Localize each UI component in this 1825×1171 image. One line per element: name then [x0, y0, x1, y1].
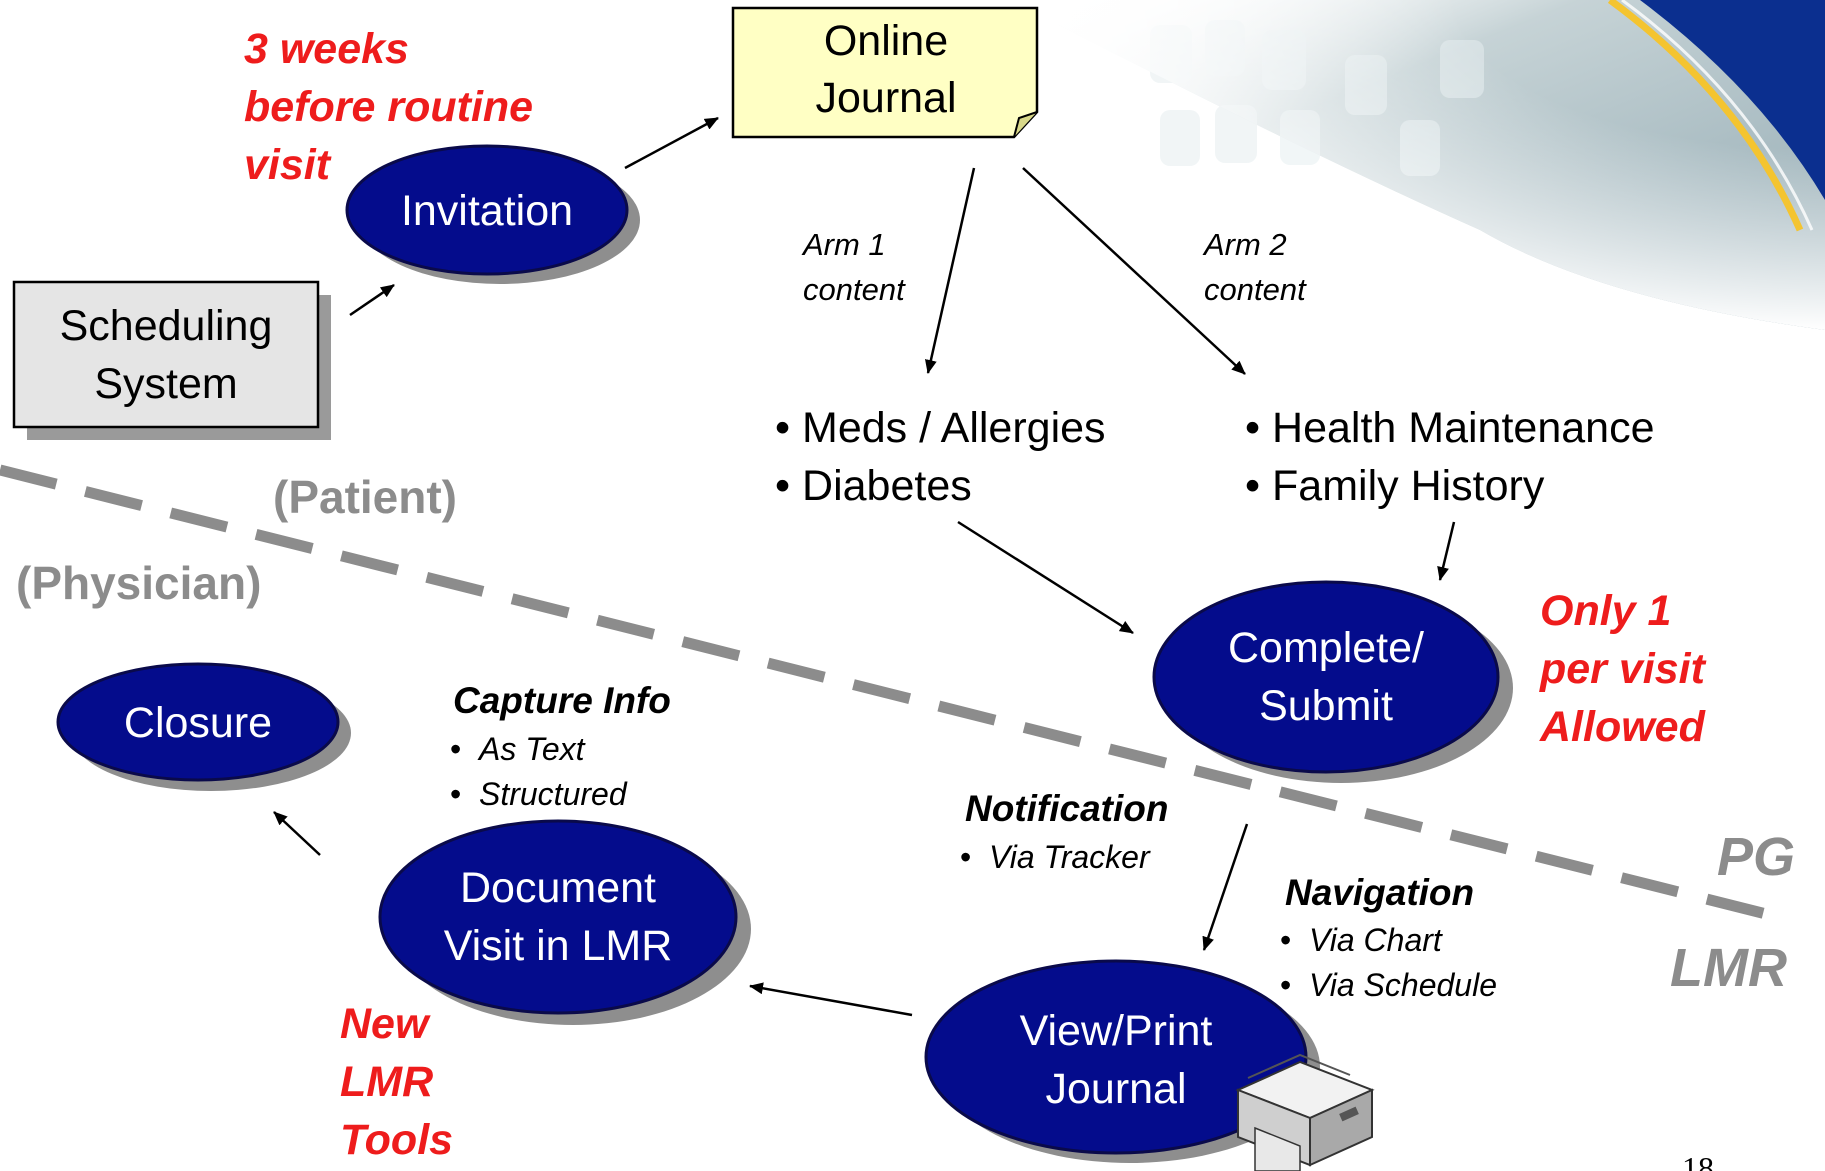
document-visit-node[interactable]: Document Visit in LMR: [378, 819, 751, 1025]
capture-info-list: As Text Structured: [450, 727, 627, 817]
arm2-label-line2: content: [1204, 272, 1306, 307]
arrow-document-to-closure: [273, 811, 321, 856]
new-tools-note-line1: New: [340, 1000, 429, 1048]
arrow-complete-to-viewprint: [1202, 823, 1249, 951]
list-item: As Text: [450, 727, 627, 772]
arm2-label-line1: Arm 2: [1204, 227, 1287, 262]
closure-node[interactable]: Closure: [56, 662, 351, 791]
navigation-heading: Navigation: [1285, 872, 1475, 913]
medical-imaging-banner: [1010, 0, 1825, 330]
arm2-label: Arm 2 content: [1204, 222, 1306, 312]
arrow-journal-to-arm2: [1022, 167, 1246, 375]
page-number: 18: [1682, 1150, 1714, 1171]
list-item: Via Chart: [1280, 918, 1497, 963]
list-item: Via Schedule: [1280, 963, 1497, 1008]
arm1-label: Arm 1 content: [803, 222, 905, 312]
arm1-content-list: Meds / Allergies Diabetes: [775, 399, 1106, 515]
pg-label: PG: [1717, 827, 1796, 887]
only-one-note: Only 1 per visit Allowed: [1540, 582, 1705, 756]
arm1-label-line2: content: [803, 272, 905, 307]
notification-list: Via Tracker: [960, 835, 1150, 880]
invitation-label: Invitation: [401, 187, 573, 235]
list-item: Meds / Allergies: [775, 399, 1106, 457]
complete-submit-label-line1: Complete/: [1228, 624, 1424, 672]
list-item: Via Tracker: [960, 835, 1150, 880]
list-item: Health Maintenance: [1245, 399, 1654, 457]
view-print-label-line1: View/Print: [1020, 1007, 1213, 1055]
arm2-content-list: Health Maintenance Family History: [1245, 399, 1654, 515]
scheduling-system-label-line2: System: [94, 360, 237, 408]
capture-info-heading: Capture Info: [453, 680, 671, 721]
scheduling-system-label-line1: Scheduling: [60, 302, 273, 350]
complete-submit-node[interactable]: Complete/ Submit: [1152, 580, 1513, 783]
online-journal-label-line2: Journal: [815, 74, 956, 122]
only-one-note-line2: per visit: [1540, 645, 1705, 693]
new-tools-note: New LMR Tools: [340, 995, 453, 1169]
patient-physician-divider: [0, 464, 1792, 926]
document-visit-label-line2: Visit in LMR: [444, 922, 673, 970]
scheduling-system-box: Scheduling System: [12, 280, 331, 440]
complete-submit-label-line2: Submit: [1259, 682, 1393, 730]
patient-label: (Patient): [273, 471, 457, 523]
timing-note: 3 weeks before routine visit: [244, 20, 533, 194]
view-print-label-line2: Journal: [1045, 1065, 1186, 1113]
online-journal-note: Online Journal: [731, 6, 1039, 139]
printer-icon: [1235, 1053, 1375, 1171]
arrow-arm2-to-complete: [1437, 521, 1456, 581]
view-print-node[interactable]: View/Print Journal: [924, 959, 1320, 1163]
arrow-scheduling-to-invitation: [349, 283, 395, 317]
online-journal-label-line1: Online: [824, 17, 948, 65]
list-item: Family History: [1245, 457, 1654, 515]
navigation-list: Via Chart Via Schedule: [1280, 918, 1497, 1008]
new-tools-note-line3: Tools: [340, 1116, 454, 1164]
arrow-invitation-to-journal: [624, 116, 719, 170]
closure-label: Closure: [124, 699, 272, 747]
invitation-node[interactable]: Invitation: [345, 144, 640, 284]
arm1-label-line1: Arm 1: [803, 227, 886, 262]
only-one-note-line3: Allowed: [1540, 703, 1705, 751]
timing-note-line3: visit: [244, 141, 331, 189]
physician-label: (Physician): [16, 557, 262, 609]
new-tools-note-line2: LMR: [340, 1058, 434, 1106]
arrow-journal-to-arm1: [924, 167, 976, 374]
arrow-arm1-to-complete: [957, 520, 1134, 635]
arrow-viewprint-to-document: [749, 982, 913, 1017]
list-item: Structured: [450, 772, 627, 817]
document-visit-label-line1: Document: [460, 864, 656, 912]
only-one-note-line1: Only 1: [1540, 587, 1672, 635]
list-item: Diabetes: [775, 457, 1106, 515]
lmr-label: LMR: [1670, 938, 1787, 998]
timing-note-line2: before routine: [244, 83, 534, 131]
timing-note-line1: 3 weeks: [244, 25, 409, 73]
notification-heading: Notification: [965, 788, 1169, 829]
flow-arrows: [273, 116, 1456, 1017]
